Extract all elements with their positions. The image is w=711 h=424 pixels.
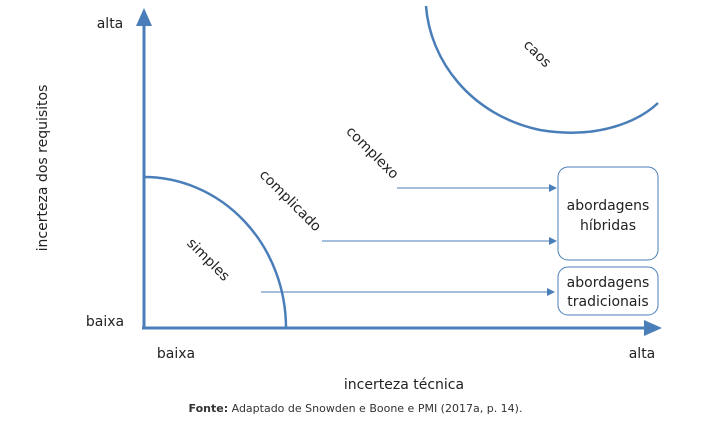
zone-label-complicated: complicado xyxy=(256,167,324,235)
hybrid-box-line1: abordagens xyxy=(567,198,650,214)
hybrid-box-line2: híbridas xyxy=(580,218,636,234)
chaos-zone-arc xyxy=(424,5,659,134)
zone-label-chaos: caos xyxy=(520,37,554,71)
traditional-box-line2: tradicionais xyxy=(567,294,648,310)
y-axis-low-label: baixa xyxy=(86,314,124,330)
y-axis-arrowhead xyxy=(136,8,152,26)
x-axis-arrowhead xyxy=(644,320,662,336)
y-axis-title: incerteza dos requisitos xyxy=(35,85,51,252)
zone-label-simple: simples xyxy=(183,235,232,284)
zone-label-complex: complexo xyxy=(342,123,401,182)
traditional-approaches-box xyxy=(557,266,659,316)
y-axis-high-label: alta xyxy=(97,16,124,32)
caption-source-label: Fonte: xyxy=(188,402,229,415)
x-axis-low-label: baixa xyxy=(157,346,195,362)
caption-source-text: Adaptado de Snowden e Boone e PMI (2017a… xyxy=(228,402,523,415)
figure-caption: Fonte: Adaptado de Snowden e Boone e PMI… xyxy=(0,402,711,415)
traditional-box-line1: abordagens xyxy=(567,275,650,291)
simple-zone-arc xyxy=(143,175,288,329)
x-axis-high-label: alta xyxy=(629,346,656,362)
hybrid-approaches-box xyxy=(557,166,659,261)
x-axis-title: incerteza técnica xyxy=(344,377,464,393)
